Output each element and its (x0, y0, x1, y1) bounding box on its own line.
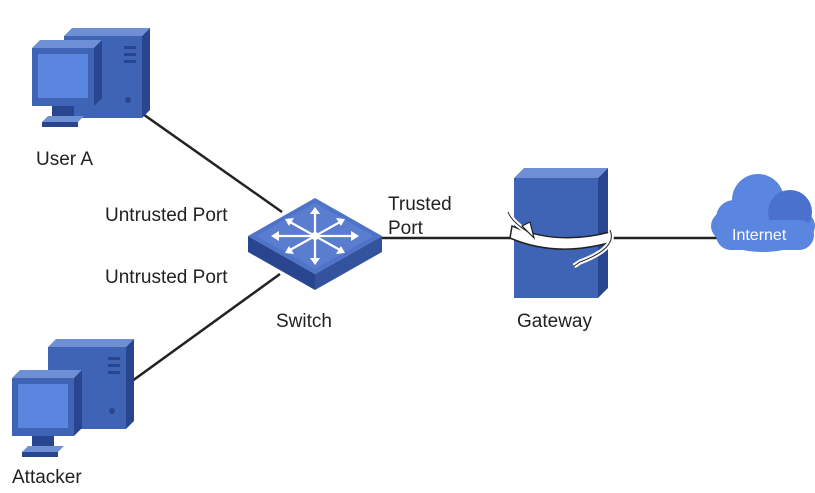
untrusted-port-label-top: Untrusted Port (105, 205, 228, 226)
attacker-pc-icon (12, 339, 134, 457)
switch-label: Switch (276, 311, 332, 332)
gateway-icon (505, 168, 614, 298)
untrusted-port-label-bottom: Untrusted Port (105, 267, 228, 288)
trusted-port-label-line2: Port (388, 218, 424, 239)
connections (127, 110, 720, 386)
gateway-label: Gateway (517, 311, 592, 332)
link-user-a-switch (139, 110, 283, 214)
user-a-pc-icon (32, 28, 150, 127)
internet-cloud-icon (711, 174, 815, 252)
attacker-label: Attacker (12, 467, 82, 488)
link-attacker-switch (127, 272, 281, 386)
user-a-label: User A (36, 149, 93, 170)
switch-icon (248, 198, 382, 290)
trusted-port-label-line1: Trusted (388, 194, 452, 215)
internet-label: Internet (732, 227, 787, 244)
